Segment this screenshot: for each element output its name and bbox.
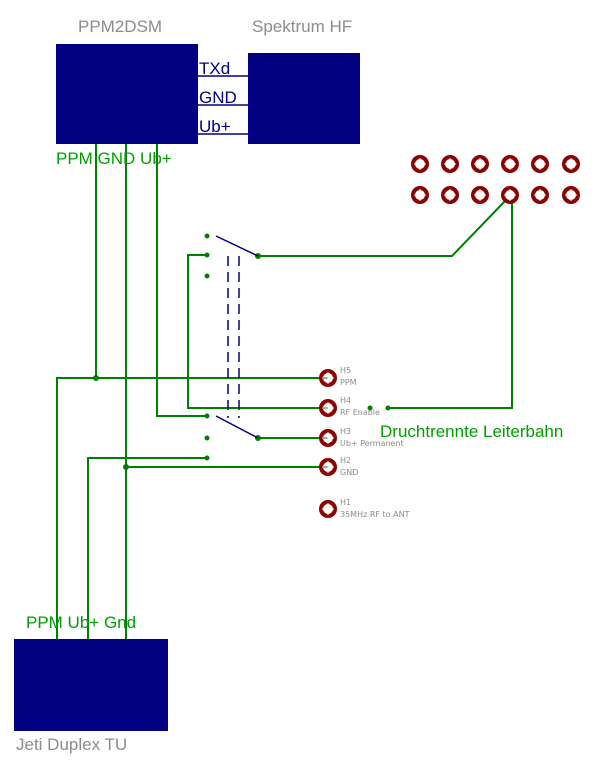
- pad-ref-h3: H3: [340, 427, 351, 436]
- pad-label-h4: RF Enable: [340, 408, 380, 417]
- pad-ref-h1: H1: [340, 498, 351, 507]
- wiring: [56, 144, 513, 639]
- pad-ref-h5: H5: [340, 366, 351, 375]
- pad-label-h5: PPM: [340, 378, 357, 387]
- pad-ref-h2: H2: [340, 456, 351, 465]
- junctions: [93, 233, 391, 470]
- jeti-pins: PPM Ub+ Gnd: [26, 613, 136, 632]
- jeti-module: [14, 639, 168, 731]
- bus-label-txd: TXd: [199, 59, 230, 78]
- pad-ref-h4: H4: [340, 396, 351, 405]
- ppm2dsm-module: [56, 44, 198, 144]
- spektrum-module: [248, 53, 360, 144]
- pad-label-h3: Ub+ Permanent: [340, 439, 404, 448]
- ppm2dsm-title: PPM2DSM: [78, 17, 162, 36]
- bus-label-ubplus: Ub+: [199, 117, 231, 136]
- jeti-title: Jeti Duplex TU: [16, 735, 127, 754]
- module-bus: [198, 75, 248, 135]
- spektrum-title: Spektrum HF: [252, 17, 352, 36]
- pad-label-h2: GND: [340, 468, 358, 477]
- cut-trace-annotation: Druchtrennte Leiterbahn: [380, 422, 563, 441]
- switch: [215, 235, 259, 439]
- header-pads: [411, 155, 580, 204]
- pads: [319, 369, 337, 518]
- ppm2dsm-pins: PPM GND Ub+: [56, 149, 172, 168]
- bus-label-gnd: GND: [199, 88, 237, 107]
- pad-label-h1: 35MHz RF to ANT: [340, 510, 410, 519]
